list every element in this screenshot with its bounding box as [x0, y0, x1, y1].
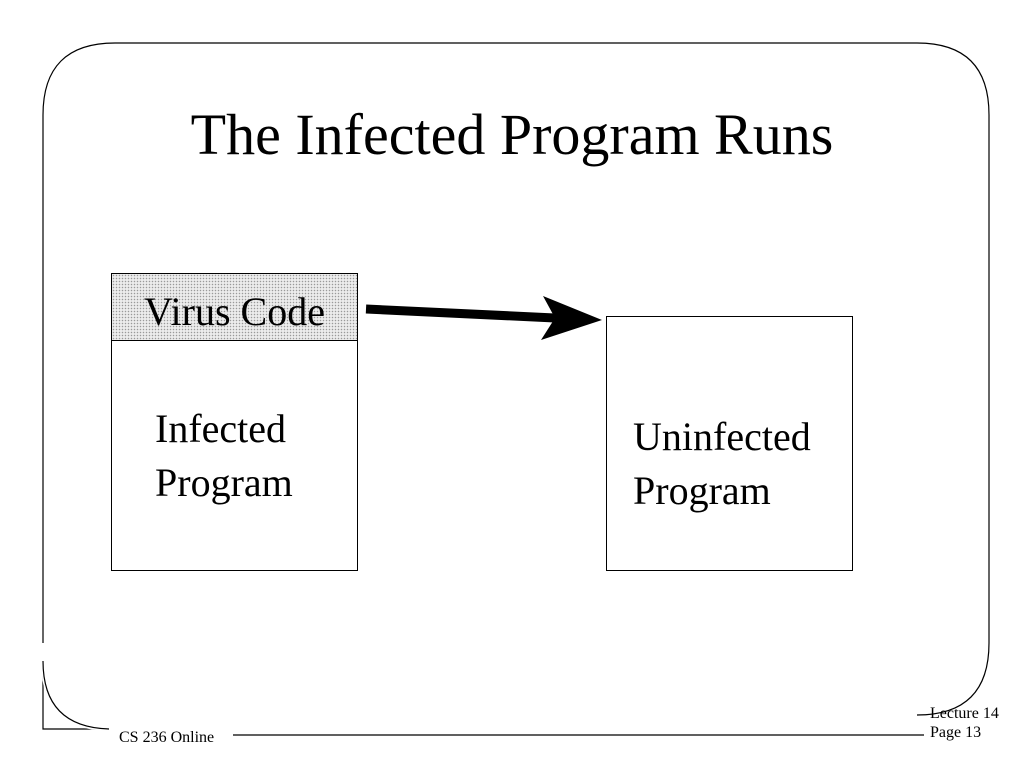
- virus-code-section: Virus Code: [112, 274, 357, 341]
- infected-program-box: Virus Code Infected Program: [111, 273, 358, 571]
- infected-program-line2: Program: [155, 460, 293, 505]
- uninfected-program-line2: Program: [633, 468, 771, 513]
- footer-page-info: Lecture 14 Page 13: [930, 704, 999, 742]
- footer-course: CS 236 Online: [119, 729, 215, 746]
- uninfected-program-box: Uninfected Program: [606, 316, 853, 571]
- footer-page: Page 13: [930, 724, 982, 741]
- footer-lecture: Lecture 14: [930, 705, 999, 722]
- virus-code-label: Virus Code: [144, 289, 325, 334]
- uninfected-program-label: Uninfected Program: [633, 410, 811, 518]
- uninfected-program-line1: Uninfected: [633, 414, 811, 459]
- infected-program-label: Infected Program: [155, 402, 293, 510]
- slide-title: The Infected Program Runs: [190, 102, 834, 167]
- infected-program-line1: Infected: [155, 406, 287, 451]
